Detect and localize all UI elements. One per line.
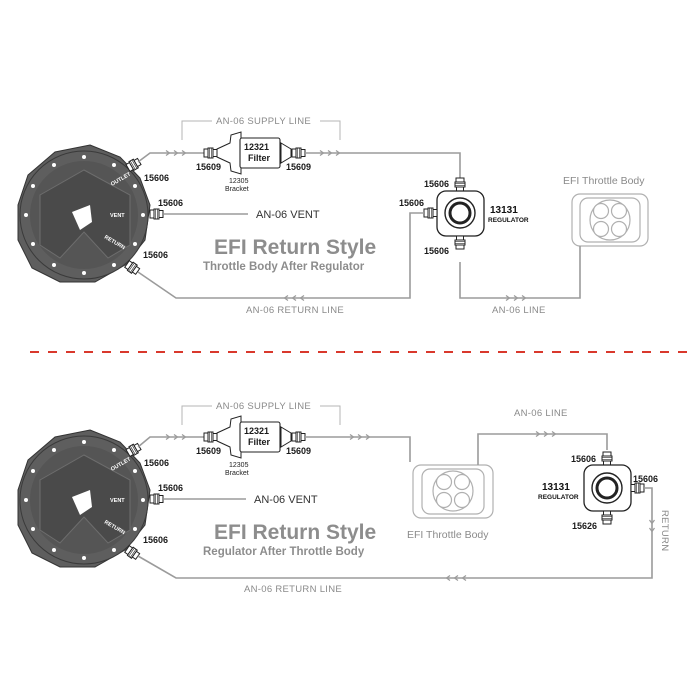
logo-icon bbox=[72, 490, 92, 515]
an06-line-label-top: AN-06 LINE bbox=[492, 305, 546, 316]
an06-line-top bbox=[459, 246, 581, 299]
regulator-part-number-bottom: 13131 bbox=[542, 482, 570, 493]
return-line-top bbox=[137, 212, 424, 299]
regulator-word-top: REGULATOR bbox=[488, 217, 529, 224]
throttle-body-top[interactable] bbox=[571, 193, 649, 247]
title-bottom: EFI Return Style bbox=[214, 521, 376, 544]
filter-word-bottom: Filter bbox=[248, 437, 271, 447]
reg-bottom-fitting-label-top: 15606 bbox=[424, 246, 449, 256]
throttle-body-bottom[interactable] bbox=[412, 464, 494, 519]
subtitle-bottom: Regulator After Throttle Body bbox=[203, 546, 365, 558]
regulator-top[interactable] bbox=[423, 177, 485, 250]
filter-left-fitting-bottom[interactable] bbox=[203, 431, 218, 443]
an06-line-label-bottom: AN-06 LINE bbox=[514, 408, 568, 419]
fuel-filter-bottom[interactable]: 12321 Filter bbox=[216, 415, 292, 459]
regulator-part-number-top: 13131 bbox=[490, 205, 518, 216]
reg-bottom-fitting-label-bottom: 15626 bbox=[572, 521, 597, 531]
title-top: EFI Return Style bbox=[214, 236, 376, 259]
filter-right-fitting-label-bottom: 15609 bbox=[286, 446, 311, 456]
vent-fitting-bottom[interactable] bbox=[149, 493, 164, 505]
bracket-word-top: Bracket bbox=[225, 186, 249, 193]
subtitle-top: Throttle Body After Regulator bbox=[203, 261, 365, 273]
filter-part-number-bottom: 12321 bbox=[244, 426, 269, 436]
return-line-label-top: AN-06 RETURN LINE bbox=[246, 305, 344, 316]
regulator-word-bottom: REGULATOR bbox=[538, 494, 579, 501]
fuel-tank-plate-bottom: OUTLET VENT RETURN bbox=[17, 429, 151, 568]
outlet-fitting-label-top: 15606 bbox=[144, 173, 169, 183]
filter-left-fitting-top[interactable] bbox=[203, 147, 218, 159]
supply-line-label-top: AN-06 SUPPLY LINE bbox=[216, 116, 311, 127]
reg-top-fitting-label-bottom: 15606 bbox=[571, 454, 596, 464]
return-line-label-bottom: AN-06 RETURN LINE bbox=[244, 584, 342, 595]
bracket-part-number-top: 12305 bbox=[229, 178, 249, 185]
vent-label-top: AN-06 VENT bbox=[256, 209, 320, 221]
filter-part-number-top: 12321 bbox=[244, 142, 269, 152]
vent-label-bottom: AN-06 VENT bbox=[254, 494, 318, 506]
supply-line-segment-a-bottom bbox=[137, 436, 204, 448]
bottom-diagram: OUTLET VENT RETURN 15606 15606 15606 AN-… bbox=[17, 398, 670, 595]
regulator-bottom[interactable] bbox=[583, 451, 645, 525]
filter-left-fitting-label-bottom: 15609 bbox=[196, 446, 221, 456]
top-diagram: OUTLET VENT RETURN 15606 15606 15606 AN-… bbox=[17, 113, 649, 316]
fuel-filter-top[interactable]: 12321 Filter bbox=[216, 131, 292, 175]
plate-vent-label: VENT bbox=[110, 213, 125, 219]
return-fitting-label-bottom: 15606 bbox=[143, 535, 168, 545]
plate-vent-label-bottom: VENT bbox=[110, 498, 125, 504]
throttle-body-label-top: EFI Throttle Body bbox=[563, 175, 645, 187]
filter-right-fitting-bottom[interactable] bbox=[291, 431, 306, 443]
logo-icon bbox=[72, 205, 92, 230]
throttle-body-label-bottom: EFI Throttle Body bbox=[407, 529, 489, 541]
vent-fitting-top[interactable] bbox=[149, 208, 164, 220]
vent-fitting-label-top: 15606 bbox=[158, 198, 183, 208]
reg-top-fitting-label-top: 15606 bbox=[424, 179, 449, 189]
supply-line-label-bottom: AN-06 SUPPLY LINE bbox=[216, 401, 311, 412]
filter-word-top: Filter bbox=[248, 153, 271, 163]
return-fitting-label-top: 15606 bbox=[143, 250, 168, 260]
bracket-part-number-bottom: 12305 bbox=[229, 462, 249, 469]
bracket-word-bottom: Bracket bbox=[225, 470, 249, 477]
supply-line-segment-b-bottom bbox=[305, 436, 411, 462]
filter-right-fitting-label-top: 15609 bbox=[286, 162, 311, 172]
fuel-tank-plate-top: OUTLET VENT RETURN bbox=[17, 144, 151, 283]
return-line-bottom bbox=[137, 487, 653, 579]
vent-fitting-label-bottom: 15606 bbox=[158, 483, 183, 493]
reg-right-fitting-label-bottom: 15606 bbox=[633, 474, 658, 484]
outlet-fitting-label-bottom: 15606 bbox=[144, 458, 169, 468]
reg-left-fitting-label-top: 15606 bbox=[399, 198, 424, 208]
filter-left-fitting-label-top: 15609 bbox=[196, 162, 221, 172]
supply-line-segment-a-top bbox=[137, 152, 204, 163]
return-vertical-label-bottom: RETURN bbox=[659, 510, 670, 551]
filter-right-fitting-top[interactable] bbox=[291, 147, 306, 159]
an06-line-bottom bbox=[477, 433, 608, 465]
supply-line-segment-b-top bbox=[305, 152, 461, 180]
